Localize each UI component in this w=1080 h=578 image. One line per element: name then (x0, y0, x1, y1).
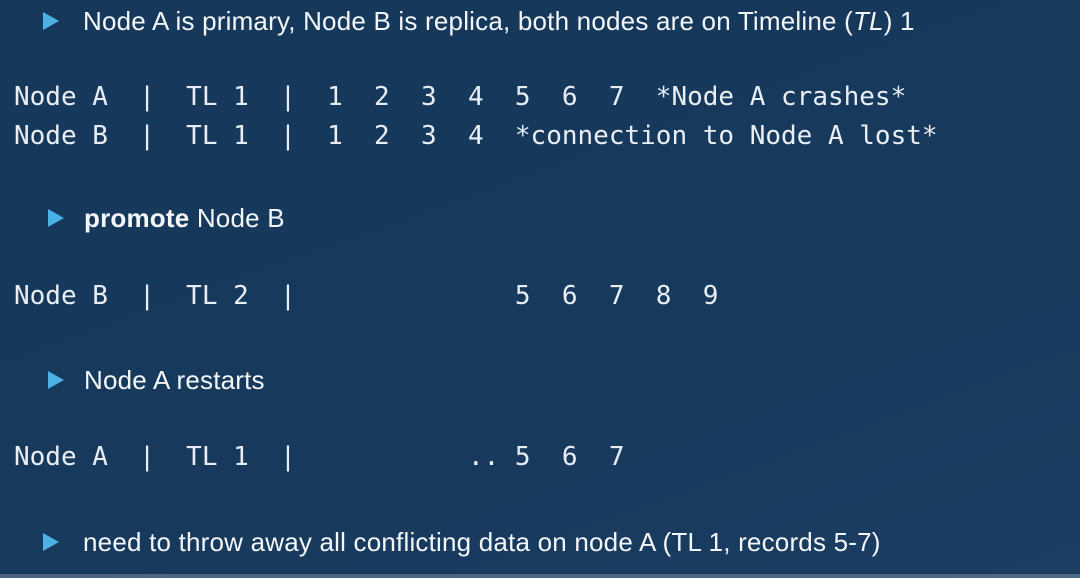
console-block-node-a-restart: Node A | TL 1 | .. 5 6 7 (14, 438, 624, 477)
console-line-node-b-tl1: Node B | TL 1 | 1 2 3 4 *connection to N… (14, 121, 938, 151)
console-block-timeline1: Node A | TL 1 | 1 2 3 4 5 6 7 *Node A cr… (14, 78, 938, 156)
bullet-text-segment: Node A is primary, Node B is replica, bo… (83, 6, 853, 36)
bullet-text: promote Node B (84, 201, 285, 235)
console-line-node-b-tl2: Node B | TL 2 | 5 6 7 8 9 (14, 281, 719, 311)
console-line-node-a-tl1-restart: Node A | TL 1 | .. 5 6 7 (14, 442, 625, 472)
bullet-text-segment: ) 1 (883, 6, 915, 36)
console-line-node-a-tl1: Node A | TL 1 | 1 2 3 4 5 6 7 *Node A cr… (14, 82, 907, 112)
bullet-promote-node-b: promote Node B (0, 201, 1080, 235)
slide-bottom-edge (0, 574, 1080, 578)
bullet-text: need to throw away all conflicting data … (83, 527, 881, 557)
bullet-text-bold-segment: promote (84, 203, 190, 233)
bullet-text-italic-segment: TL (852, 6, 884, 36)
triangle-right-icon (48, 371, 64, 389)
triangle-right-icon (43, 12, 59, 30)
bullet-text: Node A restarts (84, 365, 265, 395)
bullet-text: Node A is primary, Node B is replica, bo… (83, 4, 915, 38)
triangle-right-icon (48, 209, 64, 227)
bullet-throw-away-data: need to throw away all conflicting data … (0, 525, 1080, 559)
console-block-timeline2: Node B | TL 2 | 5 6 7 8 9 (14, 277, 718, 316)
triangle-right-icon (43, 533, 59, 551)
bullet-node-a-primary: Node A is primary, Node B is replica, bo… (0, 4, 1080, 38)
bullet-text-segment: Node B (189, 203, 285, 233)
bullet-node-a-restarts: Node A restarts (0, 363, 1080, 397)
